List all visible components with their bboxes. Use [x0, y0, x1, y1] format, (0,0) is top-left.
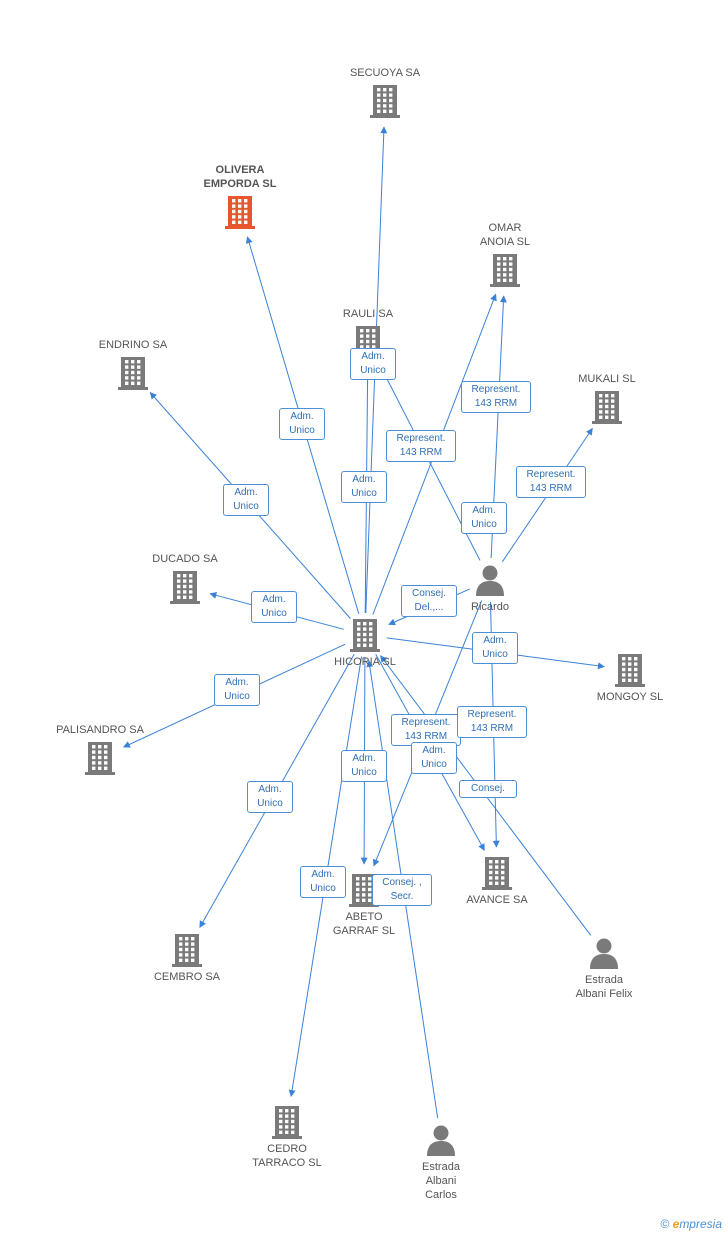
building-icon — [78, 356, 188, 390]
building-icon — [330, 84, 440, 118]
node-olivera[interactable]: OLIVERA EMPORDA SL — [185, 163, 295, 229]
person-icon — [549, 936, 659, 970]
node-label: Estrada Albani Felix — [575, 974, 633, 1000]
building-icon — [130, 570, 240, 604]
building-icon — [442, 856, 552, 890]
edge-label[interactable]: Adm. Unico — [350, 348, 396, 380]
node-label: CEMBRO SA — [153, 971, 220, 983]
node-ricardo[interactable]: Ricardo — [435, 563, 545, 614]
edge-label[interactable]: Adm. Unico — [279, 408, 325, 440]
edge-label[interactable]: Consej. Del.,... — [401, 585, 457, 617]
node-label: Ricardo — [471, 601, 509, 613]
node-cembro[interactable]: CEMBRO SA — [132, 933, 242, 984]
edge-label[interactable]: Consej. , Secr. — [372, 874, 432, 906]
node-palisandro[interactable]: PALISANDRO SA — [40, 723, 160, 775]
node-endrino[interactable]: ENDRINO SA — [78, 338, 188, 390]
building-icon — [40, 741, 160, 775]
edge-label[interactable]: Adm. Unico — [472, 632, 518, 664]
building-icon — [185, 195, 295, 229]
node-label: RAULI SA — [342, 308, 394, 320]
building-icon — [232, 1105, 342, 1139]
node-label: SECUOYA SA — [349, 67, 421, 79]
edge-label[interactable]: Adm. Unico — [411, 742, 457, 774]
person-icon — [435, 563, 545, 597]
node-mukali[interactable]: MUKALI SL — [552, 372, 662, 424]
node-label: OMAR ANOIA SL — [479, 222, 531, 248]
brand-name: mpresia — [679, 1217, 722, 1231]
edge-label[interactable]: Adm. Unico — [461, 502, 507, 534]
edge-label[interactable]: Consej. — [459, 780, 517, 798]
node-label: ENDRINO SA — [98, 339, 168, 351]
node-label: CEDRO TARRACO SL — [252, 1143, 322, 1169]
building-icon — [552, 390, 662, 424]
node-avance[interactable]: AVANCE SA — [442, 856, 552, 907]
person-icon — [386, 1123, 496, 1157]
node-cedro[interactable]: CEDRO TARRACO SL — [232, 1105, 342, 1170]
edge-label[interactable]: Adm. Unico — [341, 750, 387, 782]
node-label: AVANCE SA — [466, 894, 528, 906]
edge-label[interactable]: Represent. 143 RRM — [461, 381, 531, 413]
node-felix[interactable]: Estrada Albani Felix — [549, 936, 659, 1001]
node-ducado[interactable]: DUCADO SA — [130, 552, 240, 604]
edge-label[interactable]: Adm. Unico — [247, 781, 293, 813]
edge-label[interactable]: Represent. 143 RRM — [516, 466, 586, 498]
node-carlos[interactable]: Estrada Albani Carlos — [386, 1123, 496, 1202]
building-icon — [575, 653, 685, 687]
building-icon — [450, 253, 560, 287]
empresia-brand: © empresia — [660, 1217, 722, 1231]
building-icon — [132, 933, 242, 967]
copyright-symbol: © — [660, 1217, 670, 1231]
brand-e-logo: e — [672, 1217, 680, 1231]
node-label: MONGOY SL — [596, 691, 664, 703]
node-label: HICORIA SL — [334, 656, 396, 668]
node-label: MUKALI SL — [578, 373, 636, 385]
node-omar[interactable]: OMAR ANOIA SL — [450, 221, 560, 287]
edge-label[interactable]: Adm. Unico — [300, 866, 346, 898]
edge-label[interactable]: Represent. 143 RRM — [457, 706, 527, 738]
node-label: OLIVERA EMPORDA SL — [203, 164, 277, 190]
node-label: ABETO GARRAF SL — [332, 911, 396, 937]
node-secuoya[interactable]: SECUOYA SA — [330, 66, 440, 118]
edge-label[interactable]: Adm. Unico — [251, 591, 297, 623]
edge-label[interactable]: Adm. Unico — [223, 484, 269, 516]
node-hicoria[interactable]: HICORIA SL — [310, 618, 420, 669]
node-label: PALISANDRO SA — [56, 724, 144, 736]
building-icon — [310, 618, 420, 652]
node-mongoy[interactable]: MONGOY SL — [575, 653, 685, 704]
edge-label[interactable]: Adm. Unico — [341, 471, 387, 503]
edge-label[interactable]: Represent. 143 RRM — [386, 430, 456, 462]
edge-label[interactable]: Represent. 143 RRM — [391, 714, 461, 746]
node-label: DUCADO SA — [152, 553, 218, 565]
node-label: Estrada Albani Carlos — [422, 1161, 460, 1201]
edge-label[interactable]: Adm. Unico — [214, 674, 260, 706]
